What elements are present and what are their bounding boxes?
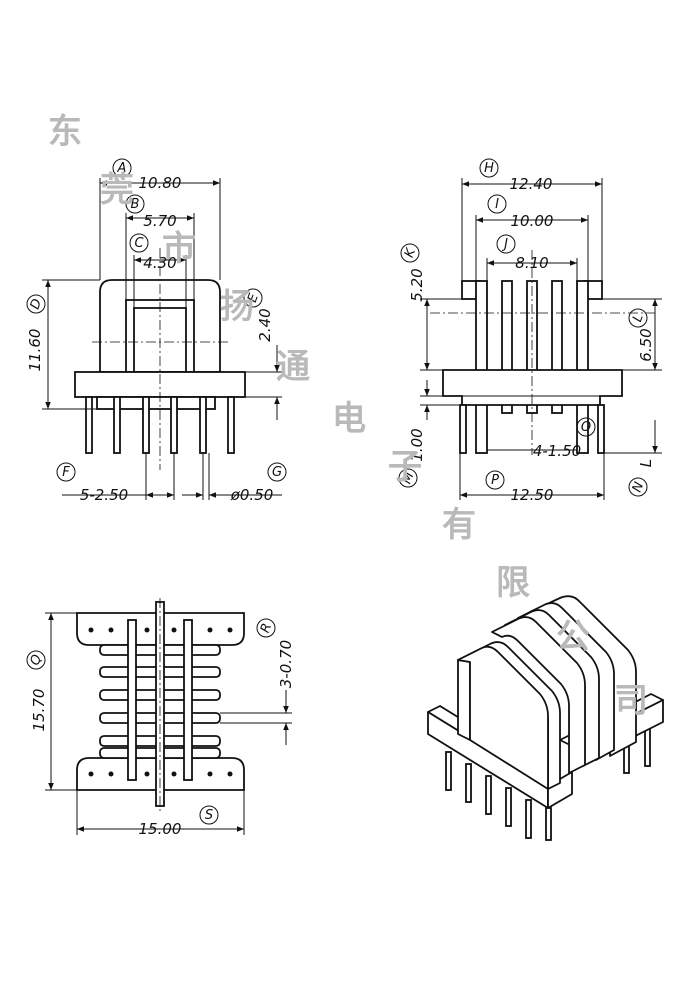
top-view: Q 15.70 R 3-0.70 S 15.00 [26,598,295,838]
svg-text:10.80: 10.80 [139,174,182,192]
dimension-P: P 12.50 [485,470,554,504]
svg-text:ø0.50: ø0.50 [230,486,274,504]
svg-text:G: G [272,465,282,480]
svg-text:市: 市 [162,229,196,269]
top-pin-holes [88,627,233,777]
svg-text:O: O [581,420,591,435]
svg-text:公: 公 [556,617,590,657]
svg-text:限: 限 [496,563,530,603]
svg-text:8.10: 8.10 [515,254,548,272]
dimension-A: A 10.80 [112,158,182,192]
dimension-N: N L [628,459,655,497]
svg-text:I: I [495,197,499,212]
svg-text:12.40: 12.40 [510,175,553,193]
watermark: 东 莞 市 扬 通 电 子 有 限 公 司 [48,112,648,721]
dimension-Q: Q 15.70 [26,650,48,732]
dimension-G: G ø0.50 [230,462,287,504]
svg-text:3-0.70: 3-0.70 [277,640,295,688]
dimension-C: C 4.30 [129,233,177,272]
svg-text:H: H [484,161,494,176]
dimension-H: H 12.40 [479,158,553,193]
svg-text:12.50: 12.50 [511,486,554,504]
svg-text:M: M [400,470,418,486]
top-dimension-lines [48,613,289,832]
svg-text:P: P [491,473,499,488]
svg-text:司: 司 [614,681,648,721]
svg-text:11.60: 11.60 [26,329,44,372]
iso-flange-front-face [457,645,549,790]
svg-text:10.00: 10.00 [511,212,554,230]
svg-text:L: L [637,459,655,467]
svg-text:4.30: 4.30 [143,254,176,272]
iso-base-side [547,771,573,809]
front-extension-lines [42,178,282,500]
dimension-K: K 5.20 [400,243,426,302]
svg-text:扬: 扬 [220,287,254,327]
dimension-D: D 11.60 [26,294,46,372]
dimension-F: F 5-2.50 [56,462,128,504]
dimension-R: R 3-0.70 [256,618,295,688]
front-pins [85,396,235,454]
svg-text:5-2.50: 5-2.50 [80,486,128,504]
dimension-S: S 15.00 [139,805,219,838]
side-view: H 12.40 I 10.00 J 8.10 K 5.20 L 6.50 M 1… [398,158,662,504]
dimension-M: M 1.00 [398,428,426,488]
front-base-lower [96,396,216,410]
svg-text:4-1.50: 4-1.50 [533,442,581,460]
svg-text:5.20: 5.20 [408,268,426,301]
svg-text:15.70: 15.70 [30,689,48,732]
svg-text:R: R [258,621,275,635]
svg-text:1.00: 1.00 [408,428,426,461]
dimension-B: B 5.70 [125,194,177,230]
svg-text:6.50: 6.50 [637,328,655,361]
svg-text:D: D [28,297,46,312]
svg-text:通: 通 [276,347,310,387]
svg-text:N: N [630,480,648,495]
dimension-I: I 10.00 [487,194,554,230]
side-base [442,369,623,406]
svg-text:东: 东 [48,112,82,152]
svg-text:Q: Q [28,653,46,668]
svg-text:电: 电 [332,399,366,439]
svg-text:子: 子 [388,447,422,487]
dimension-O: O 4-1.50 [533,417,596,460]
svg-text:5.70: 5.70 [143,212,176,230]
front-view: A 10.80 B 5.70 C 4.30 D 11.60 E 2.40 F 5… [26,158,287,504]
isometric-view [427,595,664,841]
svg-text:莞: 莞 [100,170,134,210]
dimension-J: J 8.10 [496,234,549,272]
svg-text:15.00: 15.00 [139,820,182,838]
iso-flange-front-left [457,659,471,741]
iso-front-pins [445,751,552,841]
svg-text:F: F [62,465,70,480]
iso-flange-2 [491,616,586,774]
svg-text:A: A [117,161,127,176]
svg-text:C: C [134,236,144,251]
side-pins [459,404,605,454]
front-dimension-lines [45,180,282,498]
svg-text:B: B [131,197,140,212]
svg-text:2.40: 2.40 [256,308,274,341]
svg-text:J: J [501,237,508,252]
svg-text:有: 有 [442,505,476,545]
dimension-L: L 6.50 [628,308,655,362]
svg-text:S: S [205,808,213,823]
svg-text:L: L [630,312,647,324]
side-dimension-lines [424,181,658,498]
